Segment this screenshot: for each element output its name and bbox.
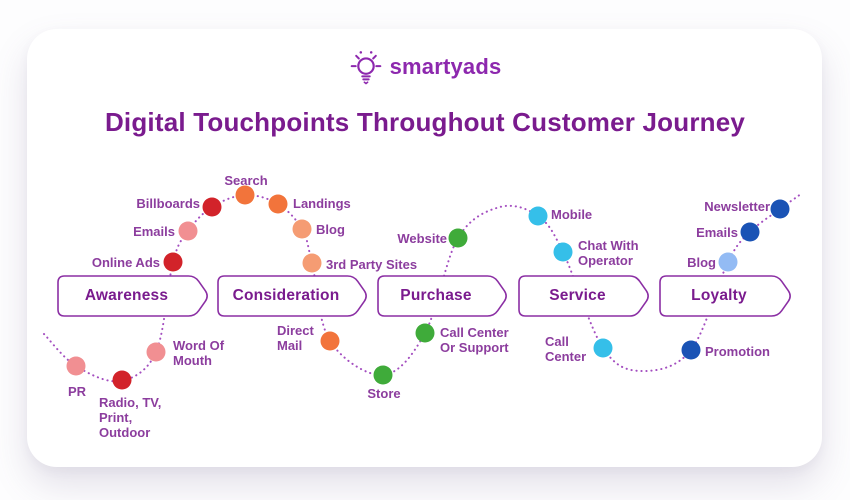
touchpoint-dot-blog <box>292 219 312 239</box>
stage-box-consideration <box>217 275 367 317</box>
touchpoint-dot-billboards <box>202 197 222 217</box>
touchpoint-dot-direct-mail <box>320 331 340 351</box>
touchpoint-dot-newsletter <box>770 199 790 219</box>
touchpoint-dot-word-of-mouth <box>146 342 166 362</box>
lightbulb-icon <box>350 51 381 85</box>
touchpoint-dot-website <box>448 228 468 248</box>
touchpoint-dot-search <box>235 185 255 205</box>
touchpoint-dot-3rd-party-sites <box>302 253 322 273</box>
stage-box-purchase <box>377 275 507 317</box>
touchpoint-dot-call-center-or-support <box>415 323 435 343</box>
page-title: Digital Touchpoints Throughout Customer … <box>104 107 746 137</box>
stage-box-loyalty <box>659 275 791 317</box>
touchpoint-dot-blog <box>718 252 738 272</box>
touchpoint-dot-emails <box>178 221 198 241</box>
stage-box-service <box>518 275 649 317</box>
touchpoint-dot-promotion <box>681 340 701 360</box>
touchpoint-dot-radio-tv-print-outdoor <box>112 370 132 390</box>
touchpoint-dot-online-ads <box>163 252 183 272</box>
touchpoint-dot-pr <box>66 356 86 376</box>
touchpoint-dot-call-center <box>593 338 613 358</box>
touchpoint-dot-mobile <box>528 206 548 226</box>
touchpoint-dot-emails <box>740 222 760 242</box>
customer-journey-card <box>27 29 822 467</box>
stage-box-awareness <box>57 275 208 317</box>
touchpoint-dot-store <box>373 365 393 385</box>
touchpoint-dot-chat-with-operator <box>553 242 573 262</box>
touchpoint-dot-landings <box>268 194 288 214</box>
smartyads-logo: smartyads <box>0 47 850 87</box>
logo-text: smartyads <box>389 54 502 79</box>
